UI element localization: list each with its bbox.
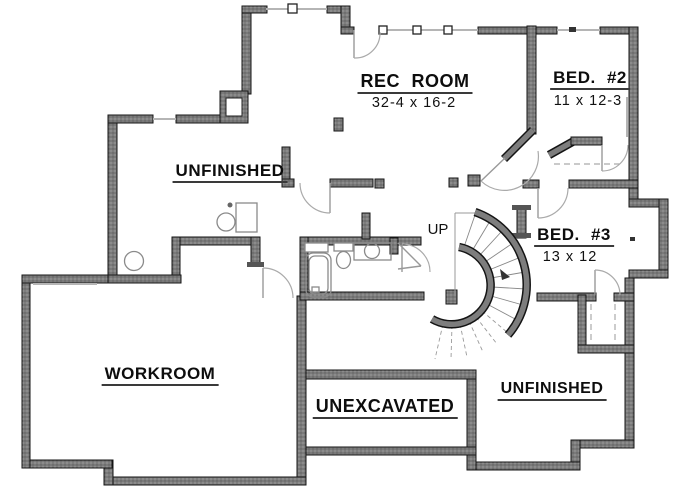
closet-lines — [554, 163, 624, 342]
bed-3-label: BED. #3 — [534, 226, 614, 247]
water-heater — [216, 212, 236, 232]
bathroom-fixtures — [304, 242, 392, 298]
bed-3-dimensions: 13 x 12 — [542, 249, 598, 265]
sink-vanity — [353, 242, 392, 261]
curved-staircase — [429, 207, 531, 360]
unexcavated-label: UNEXCAVATED — [312, 397, 458, 419]
rec-room-dimensions: 32-4 x 16-2 — [371, 95, 457, 111]
workroom-label: WORKROOM — [101, 365, 219, 386]
windows — [33, 3, 635, 285]
sump-pump — [123, 250, 145, 272]
exterior-walls — [21, 5, 669, 486]
bed-2-label: BED. #2 — [550, 69, 630, 90]
medicine-cabinet — [304, 242, 329, 253]
stair-direction-arrow — [500, 269, 510, 280]
bed-2-dimensions: 11 x 12-3 — [553, 93, 623, 109]
utility-fixtures — [123, 202, 258, 272]
chimney — [219, 90, 249, 124]
interior-walls — [107, 25, 639, 354]
toilet — [333, 242, 354, 270]
unfinished-lower-label: UNFINISHED — [497, 381, 607, 401]
stairs-up-label: UP — [427, 221, 449, 238]
furnace — [235, 202, 258, 233]
bathtub — [305, 252, 332, 298]
rec-room-label: REC ROOM — [357, 72, 473, 94]
pipe-dot — [227, 202, 233, 208]
unfinished-upper-label: UNFINISHED — [172, 162, 288, 183]
doors — [262, 30, 629, 299]
